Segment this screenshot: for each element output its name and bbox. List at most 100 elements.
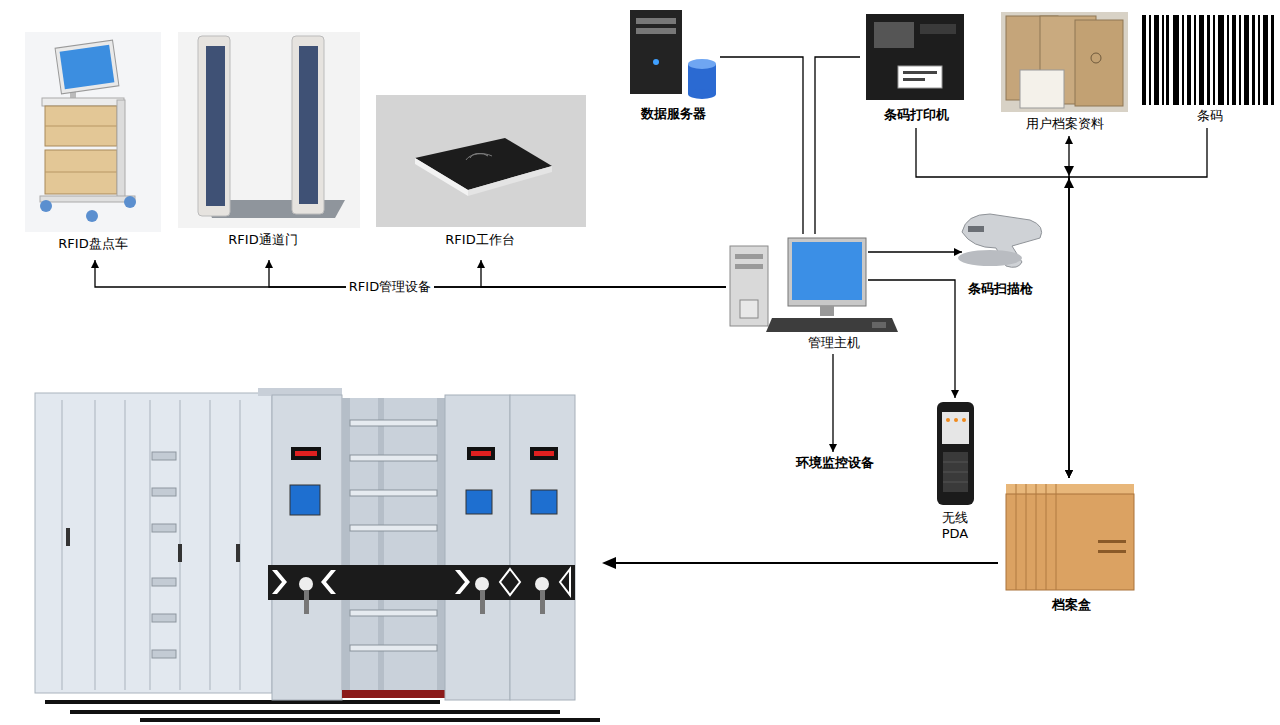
shelving-picture [500, 569, 520, 595]
pda-picture [962, 418, 966, 422]
connector [868, 251, 962, 252]
barcode-picture [1258, 15, 1260, 105]
connector [269, 260, 726, 287]
barcode-picture [1154, 15, 1159, 105]
archive-box-picture [1046, 484, 1047, 590]
barcode-picture [1244, 15, 1249, 105]
shelving-picture [350, 610, 437, 616]
cart-picture [45, 150, 117, 194]
connector [481, 260, 726, 287]
shelving-picture [342, 690, 445, 698]
device-caption: 条码 [1197, 108, 1223, 124]
documents-picture [1001, 12, 1128, 112]
workstation-picture [376, 95, 586, 227]
device-caption: 档案盒 [1052, 597, 1091, 613]
shelving-picture [66, 528, 70, 546]
pda-picture [937, 402, 974, 505]
shelving-picture [531, 490, 557, 514]
server-picture [630, 10, 682, 94]
server-picture [630, 10, 716, 99]
host-picture [730, 246, 768, 326]
barcode-picture [1263, 15, 1268, 105]
workstation-picture [415, 138, 552, 190]
shelving-picture [467, 447, 495, 460]
connector [720, 57, 803, 234]
cart-picture [124, 196, 136, 208]
device-node: 管理主机 [726, 234, 868, 354]
host-picture [740, 300, 758, 318]
archive-box-picture [1016, 484, 1017, 590]
shelving-picture [455, 570, 470, 594]
gate-picture [178, 32, 360, 228]
host-picture [735, 254, 763, 259]
connector [868, 280, 955, 398]
barcode-picture [1213, 15, 1215, 105]
device-node: 条码 [1138, 12, 1276, 128]
barcode-picture [1166, 15, 1169, 105]
shelving-picture [290, 485, 320, 515]
shelving-picture [152, 614, 176, 622]
workstation-picture [466, 154, 492, 160]
device-caption: RFID工作台 [445, 232, 514, 248]
barcode-picture [1227, 15, 1229, 105]
archive-box-picture [1036, 484, 1037, 590]
archive-box-picture [1006, 484, 1134, 590]
archive-box-picture [1098, 550, 1126, 553]
shelving-picture [350, 645, 437, 651]
shelving-picture [342, 398, 350, 698]
documents-picture [1020, 70, 1064, 108]
shelving-picture [350, 525, 437, 531]
shelving-picture [62, 400, 63, 690]
device-node: 档案盒 [1000, 478, 1138, 616]
shelving-picture [152, 578, 176, 586]
archive-box-picture [1006, 484, 1134, 494]
storage-arrow [602, 557, 616, 569]
shelving-picture [125, 400, 126, 690]
shelving-picture [152, 452, 176, 460]
printer-picture [866, 14, 964, 100]
shelving-picture [152, 650, 176, 658]
shelving-picture [321, 570, 336, 594]
scanner-picture [958, 214, 1042, 267]
shelving-picture [178, 544, 182, 562]
server-picture [636, 18, 676, 24]
host-picture [792, 242, 862, 300]
host-picture [766, 318, 898, 332]
gate-picture [292, 36, 324, 214]
shelving-picture [210, 400, 211, 690]
cart-picture [60, 45, 115, 90]
device-caption: 条码扫描枪 [968, 281, 1033, 297]
barcode-picture [1239, 15, 1241, 105]
device-node: RFID通道门 [178, 30, 360, 260]
workstation-picture [415, 158, 468, 196]
storage-arrow [602, 557, 998, 569]
shelving-picture [95, 400, 96, 690]
printer-picture [874, 22, 914, 48]
cart-picture [40, 200, 52, 212]
host-picture [820, 306, 834, 316]
pda-picture [937, 402, 974, 505]
shelving-picture [445, 395, 510, 700]
barcode-picture [1149, 15, 1151, 105]
connector [916, 128, 1069, 478]
printer-picture [898, 66, 942, 88]
barcode-picture [1218, 15, 1224, 105]
printer-picture [903, 71, 937, 74]
device-node: 用户档案资料 [998, 10, 1130, 136]
pda-picture [943, 452, 968, 492]
shelving-picture [510, 395, 575, 700]
connector [1068, 136, 1069, 478]
archive-box-picture [1098, 540, 1126, 543]
barcode-picture [1187, 15, 1191, 105]
barcode-picture [1173, 15, 1179, 105]
cart-picture [117, 100, 125, 200]
cart-picture [25, 32, 161, 232]
device-caption: 无线 PDA [938, 510, 972, 542]
shelving-picture [304, 590, 309, 614]
device-caption: 环境监控设备 [796, 455, 874, 471]
device-caption: 管理主机 [808, 335, 860, 351]
storage-arrow [614, 562, 998, 564]
documents-picture [1075, 20, 1123, 106]
